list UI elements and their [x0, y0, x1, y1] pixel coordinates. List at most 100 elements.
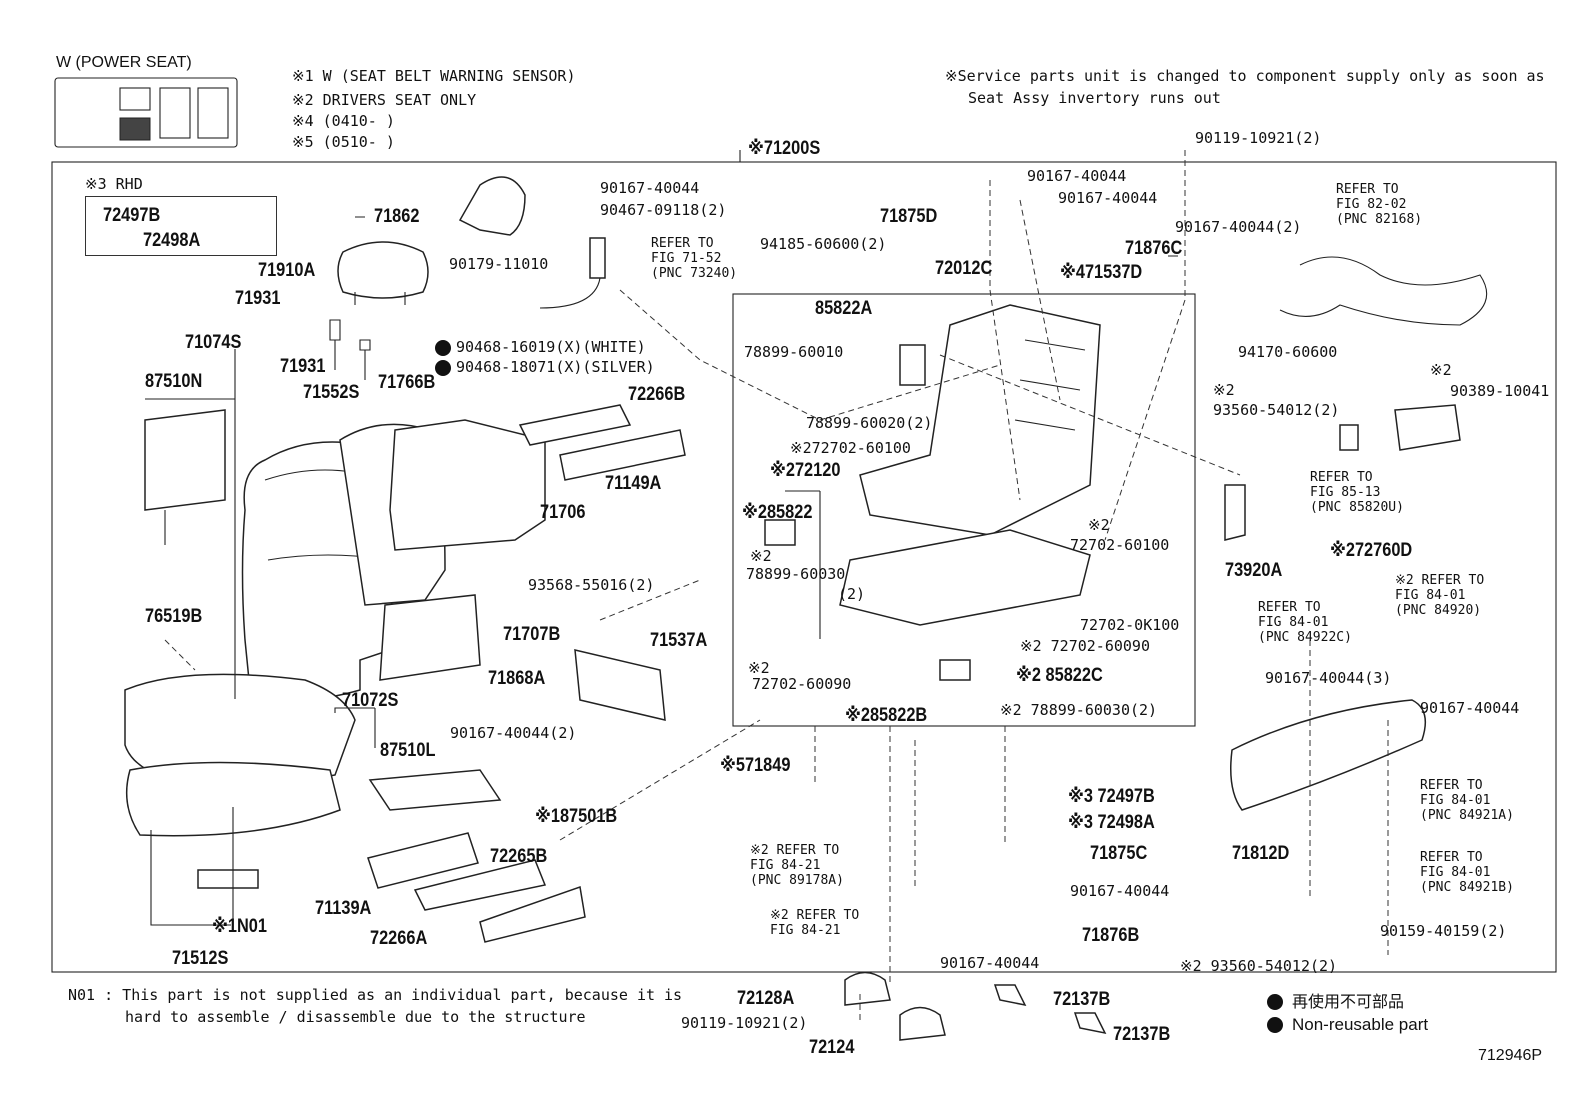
note-5: ※5 (0510- ) [292, 133, 395, 151]
callout-note-2: ※2 [1213, 381, 1235, 399]
callout-72265B: 72265B [490, 846, 548, 867]
callout-71512S: 71512S [172, 948, 229, 969]
callout-72266B: 72266B [628, 384, 686, 405]
callout-90167-40044: 90167-40044 [940, 954, 1040, 972]
rhd-box-title: ※3 RHD [85, 175, 143, 193]
service-note-line-2: Seat Assy invertory runs out [968, 89, 1221, 107]
callout-87510L: 87510L [380, 740, 436, 761]
footnote-line-1: N01 : This part is not supplied as an in… [68, 986, 683, 1004]
callout-90167-40044: 90167-40044 [1420, 699, 1520, 717]
callout-90167-40044: 90167-40044 [1058, 189, 1158, 207]
callout-qty-2: (2) [838, 585, 866, 603]
callout-90467-09118: 90467-09118(2) [600, 201, 727, 219]
callout-71931: 71931 [235, 288, 281, 309]
callout-87510N: 87510N [145, 371, 203, 392]
callout-72702-60100: ※272702-60100 [790, 439, 911, 457]
callout-78899-60030: 78899-60030 [746, 565, 846, 583]
callout-72012C: 72012C [935, 258, 993, 279]
legend-line-1: 再使用不可部品 [1292, 992, 1405, 1011]
callout-71072S: 71072S [342, 690, 399, 711]
callout-90389-10041: 90389-10041 [1450, 382, 1550, 400]
callout-71552S: 71552S [303, 382, 360, 403]
figure-id: 712946P [1478, 1047, 1543, 1064]
callout-85822: ※285822 [742, 502, 813, 523]
callout-71149A: 71149A [605, 473, 662, 494]
callout-note-2: ※2 [748, 659, 770, 677]
callout-72702-60090: ※2 72702-60090 [1020, 637, 1150, 655]
callout-72266A: 72266A [370, 928, 428, 949]
callout-72702-60100: 72702-60100 [1070, 536, 1170, 554]
callout-71862: 71862 [374, 206, 420, 227]
footnote-line-2: hard to assemble / disassemble due to th… [125, 1008, 586, 1026]
callout-90179-11010: 90179-11010 [449, 255, 549, 273]
callout-72702-60090: 72702-60090 [752, 675, 852, 693]
callout-71139A: 71139A [315, 898, 372, 919]
callout-71876C: 71876C [1125, 238, 1183, 259]
callout-90167-40044: 90167-40044 [600, 179, 700, 197]
callout-94185-60600: 94185-60600(2) [760, 235, 887, 253]
callout-71876B: 71876B [1082, 925, 1140, 946]
callout-90167-40044: 90167-40044 [1070, 882, 1170, 900]
callout-71931: 71931 [280, 356, 326, 377]
callout-93568-55016: 93568-55016(2) [528, 576, 655, 594]
callout-78899-60010: 78899-60010 [744, 343, 844, 361]
callout-72702-0K100: 72702-0K100 [1080, 616, 1180, 634]
callout-85822A: 85822A [815, 298, 873, 319]
callout-note-2: ※2 [1430, 361, 1452, 379]
callout-90468-16019: 90468-16019(X)(WHITE) [456, 338, 646, 356]
variant-label: W (POWER SEAT) [56, 54, 192, 71]
callout-76519B: 76519B [145, 606, 203, 627]
rhd-box [85, 196, 277, 256]
rhd-part-2: 72498A [143, 230, 201, 251]
callout-93560-54012: 93560-54012(2) [1213, 401, 1340, 419]
callout-note-2: ※2 [1088, 516, 1110, 534]
callout-72128A: 72128A [737, 988, 795, 1009]
callout-72137B: 72137B [1113, 1024, 1171, 1045]
callout-78899-60030-2: ※2 78899-60030(2) [1000, 701, 1158, 719]
callout-90167-40044: 90167-40044 [1027, 167, 1127, 185]
callout-72137B: 72137B [1053, 989, 1111, 1010]
callout-72498A: ※3 72498A [1068, 812, 1155, 833]
callout-N01: ※1N01 [212, 916, 267, 937]
callout-71812D: 71812D [1232, 843, 1290, 864]
callout-71766B: 71766B [378, 372, 436, 393]
callout-90167-40044-2: 90167-40044(2) [1175, 218, 1302, 236]
callout-71849: ※571849 [720, 755, 791, 776]
callout-71875D: 71875D [880, 206, 938, 227]
callout-93560-54012: ※2 93560-54012(2) [1180, 957, 1338, 975]
callout-90167-40044-2: 90167-40044(2) [450, 724, 577, 742]
callout-71706: 71706 [540, 502, 586, 523]
callout-90119-10921: 90119-10921(2) [681, 1014, 808, 1032]
callout-90159-40159: 90159-40159(2) [1380, 922, 1507, 940]
callout-90468-18071: 90468-18071(X)(SILVER) [456, 358, 655, 376]
callout-71537D: ※471537D [1060, 262, 1143, 283]
callout-72760D: ※272760D [1330, 540, 1413, 561]
legend-line-2: Non-reusable part [1292, 1015, 1429, 1034]
callout-71074S: 71074S [185, 332, 242, 353]
service-note-line-1: ※Service parts unit is changed to compon… [945, 67, 1545, 85]
callout-71537A: 71537A [650, 630, 708, 651]
callout-71868A: 71868A [488, 668, 546, 689]
callout-71707B: 71707B [503, 624, 561, 645]
callout-94170-60600: 94170-60600 [1238, 343, 1338, 361]
assembly-number: ※71200S [748, 138, 821, 159]
callout-85822C: ※2 85822C [1016, 665, 1103, 686]
note-4: ※4 (0410- ) [292, 112, 395, 130]
callout-note-2: ※2 [750, 547, 772, 565]
callout-71875C: 71875C [1090, 843, 1148, 864]
callout-90119-10921: 90119-10921(2) [1195, 129, 1322, 147]
callout-71910A: 71910A [258, 260, 316, 281]
callout-87501B: ※187501B [535, 806, 618, 827]
callout-72497B: ※3 72497B [1068, 786, 1155, 807]
